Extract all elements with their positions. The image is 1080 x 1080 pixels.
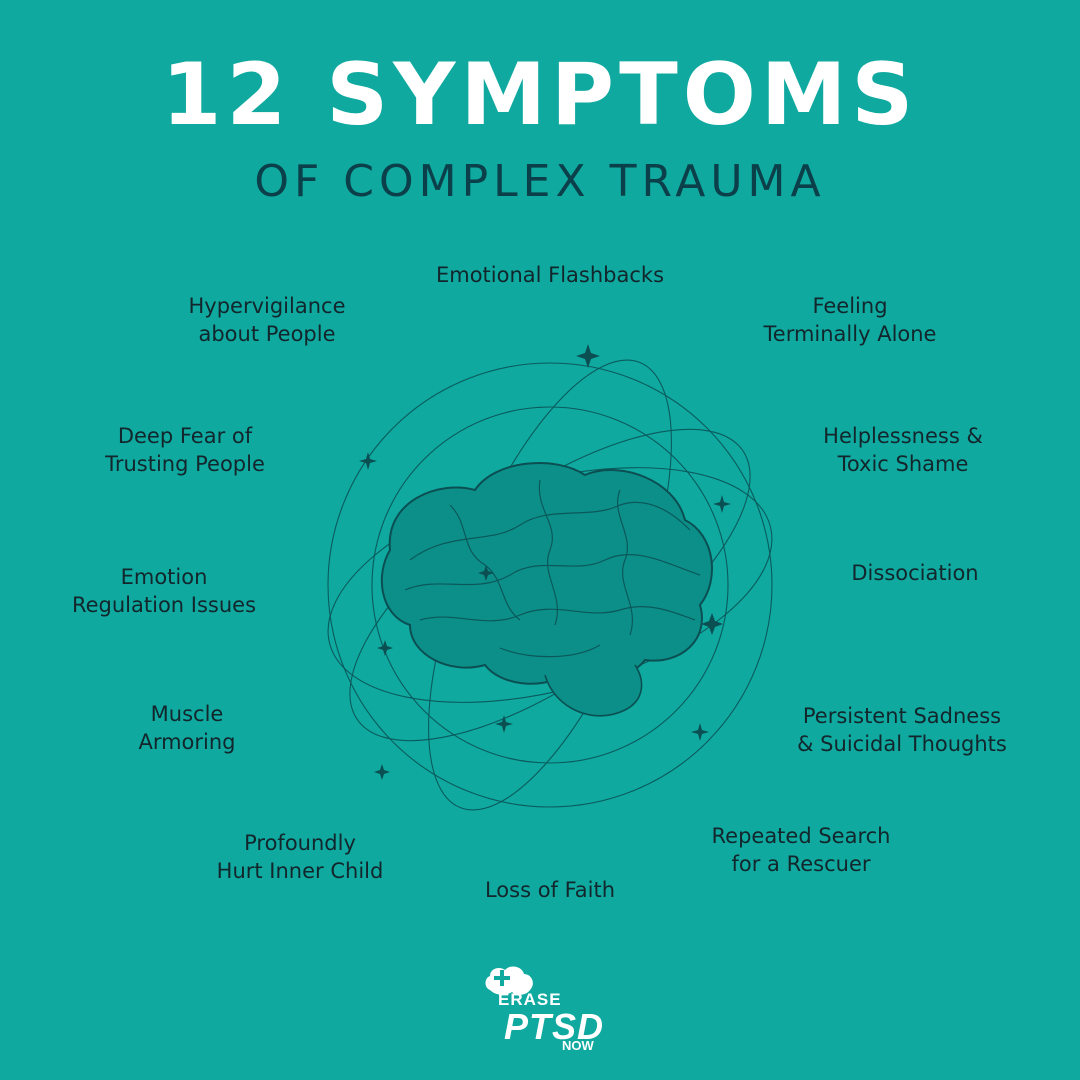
symptom-hurt-inner-child: Profoundly Hurt Inner Child: [216, 831, 384, 883]
sparkle-star-icon: [374, 764, 390, 780]
brain-illustration: [380, 462, 713, 717]
page-subtitle: OF COMPLEX TRAUMA: [254, 156, 826, 207]
sparkle-star-icon: [713, 495, 731, 513]
symptom-hypervigilance: Hypervigilance about People: [188, 294, 346, 346]
page-title: 12 SYMPTOMS: [161, 45, 919, 145]
sparkle-star-icon: [359, 452, 377, 470]
brain-logo-icon: [485, 966, 533, 995]
orbit-ring-inner: [371, 406, 729, 764]
symptom-dissociation: Dissociation: [851, 561, 979, 585]
erase-ptsd-now-logo: ERASE PTSD NOW: [476, 962, 626, 1062]
symptom-helplessness-shame: Helplessness & Toxic Shame: [823, 424, 983, 476]
sparkle-star-icon: [701, 613, 723, 635]
orbit-ring-outer: [327, 362, 773, 808]
sparkle-stars: [359, 344, 731, 780]
brain-stem: [544, 664, 643, 717]
symptom-search-for-rescuer: Repeated Search for a Rescuer: [711, 824, 891, 876]
logo-erase-text: ERASE: [498, 990, 562, 1009]
symptom-loss-of-faith: Loss of Faith: [484, 878, 616, 902]
sparkle-star-icon: [495, 715, 513, 733]
brain-orbit-illustration: [327, 344, 773, 811]
sparkle-star-icon: [576, 344, 600, 368]
symptom-persistent-sadness: Persistent Sadness & Suicidal Thoughts: [797, 704, 1007, 756]
symptom-terminally-alone: Feeling Terminally Alone: [763, 294, 937, 346]
symptom-fear-of-trust: Deep Fear of Trusting People: [105, 424, 265, 476]
symptom-emotional-flashbacks: Emotional Flashbacks: [435, 263, 665, 287]
symptom-emotion-regulation: Emotion Regulation Issues: [71, 565, 257, 617]
sparkle-star-icon: [691, 723, 709, 741]
sparkle-star-icon: [478, 565, 494, 581]
logo-ptsd-text: PTSD: [504, 1006, 605, 1047]
logo-now-text: NOW: [562, 1038, 594, 1053]
symptom-muscle-armoring: Muscle Armoring: [138, 702, 236, 754]
sparkle-star-icon: [377, 640, 393, 656]
